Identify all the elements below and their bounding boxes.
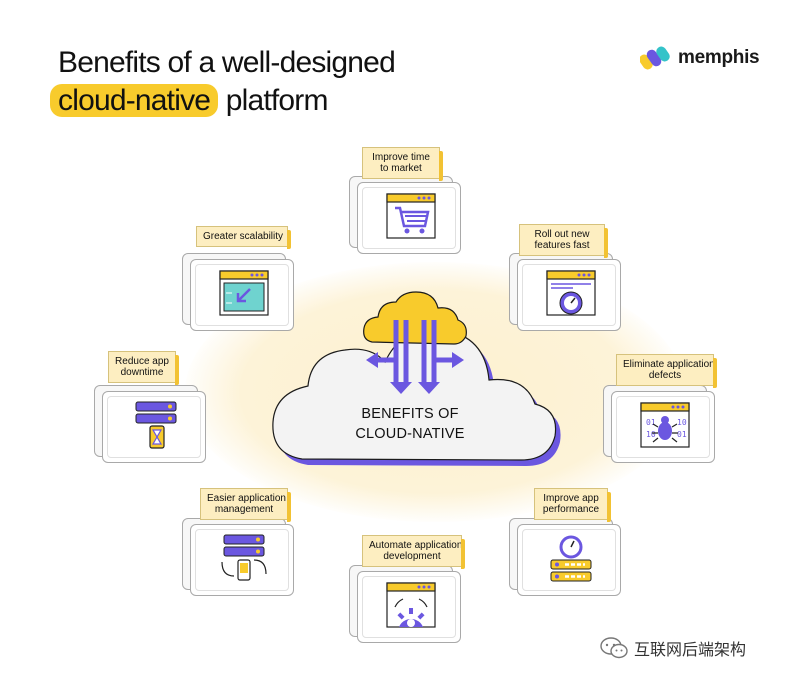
gear-icon — [386, 582, 436, 628]
memphis-logo-icon — [640, 46, 670, 70]
logo-text: memphis — [678, 47, 760, 68]
benefit-label-performance: Improve app performance — [534, 488, 611, 522]
cloud-arrows-icon — [363, 291, 467, 394]
memphis-logo: memphis — [640, 45, 760, 71]
label-line-2: downtime — [120, 367, 164, 378]
shopping-cart-icon — [386, 193, 436, 239]
bug-icon: 01 10 10 01 — [640, 402, 690, 448]
benefit-label-scalability: Greater scalability — [196, 226, 291, 249]
benefit-card-time-to-market — [349, 176, 462, 258]
benefit-card-scalability — [182, 253, 295, 335]
speedometer-icon — [546, 270, 596, 316]
benefit-label-management: Easier application management — [200, 488, 291, 522]
benefit-label-automate: Automate application development — [362, 535, 465, 569]
label-line-1: Eliminate application — [623, 359, 715, 370]
benefit-label-downtime: Reduce app downtime — [108, 351, 179, 385]
title-rest: platform — [225, 84, 329, 117]
title-line-2: cloud-native platform — [50, 82, 395, 120]
benefit-label-time-to-market: Improve time to market — [362, 147, 443, 181]
label-line-1: Roll out new — [534, 229, 590, 240]
center-line-1: BENEFITS OF — [361, 406, 459, 422]
label-line-1: Reduce app — [115, 356, 169, 367]
svg-text:01: 01 — [677, 430, 687, 439]
server-sync-icon — [221, 534, 267, 581]
scale-arrows-icon — [219, 270, 269, 316]
title-line-1: Benefits of a well-designed — [58, 46, 396, 79]
label-line-2: performance — [542, 504, 600, 515]
label-line-2: management — [214, 504, 274, 515]
label-line-1: Greater scalability — [203, 231, 284, 242]
label-line-2: defects — [648, 370, 682, 381]
label-line-2: development — [383, 551, 441, 562]
svg-text:01: 01 — [646, 418, 656, 427]
label-line-1: Improve time — [372, 152, 430, 163]
watermark: 互联网后端架构 — [600, 636, 746, 660]
page-title: Benefits of a well-designed cloud-native… — [50, 44, 396, 120]
label-line-1: Automate application — [369, 540, 463, 551]
label-line-1: Improve app — [543, 493, 599, 504]
server-gauge-icon — [550, 535, 592, 582]
center-text: BENEFITS OF CLOUD-NATIVE — [330, 404, 490, 444]
server-hourglass-icon — [135, 401, 177, 449]
label-line-1: Easier application — [207, 493, 286, 504]
benefit-card-eliminate-defects: 01 10 10 01 — [603, 385, 716, 467]
watermark-text: 互联网后端架构 — [634, 642, 747, 659]
center-line-2: CLOUD-NATIVE — [355, 426, 465, 442]
benefit-label-eliminate-defects: Eliminate application defects — [616, 354, 717, 388]
label-line-2: to market — [380, 163, 422, 174]
benefit-card-automate — [349, 565, 462, 647]
benefit-card-performance — [509, 518, 622, 600]
benefit-label-new-features: Roll out new features fast — [519, 224, 608, 258]
benefit-card-new-features — [509, 253, 622, 335]
title-highlight: cloud-native — [50, 84, 219, 117]
svg-text:10: 10 — [646, 430, 656, 439]
benefit-card-management — [182, 518, 295, 600]
wechat-icon — [600, 637, 628, 659]
label-line-2: features fast — [534, 240, 590, 251]
svg-text:10: 10 — [677, 418, 687, 427]
benefit-card-downtime — [94, 385, 207, 467]
